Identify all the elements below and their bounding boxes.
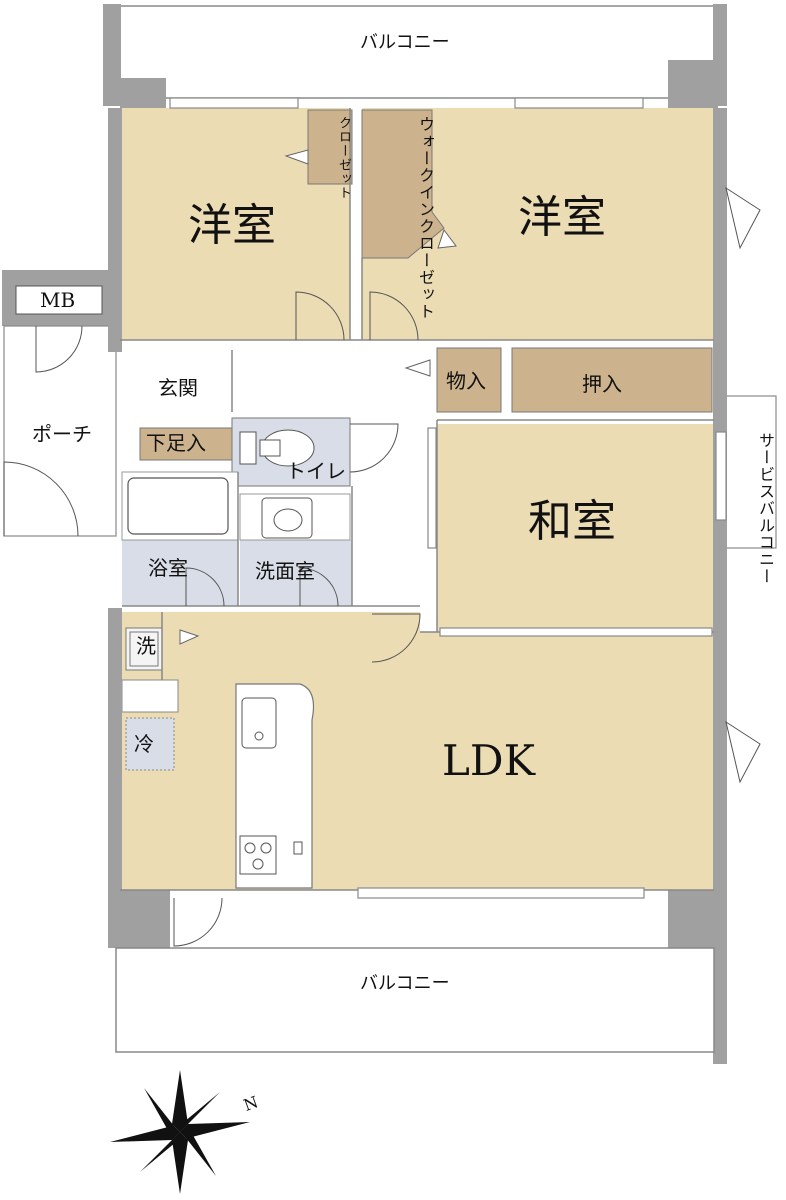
toilet-lid bbox=[259, 439, 281, 457]
western-room-right-label: 洋室 bbox=[518, 192, 606, 243]
wall bbox=[120, 78, 166, 108]
toilet-label: トイレ bbox=[286, 459, 346, 483]
wall bbox=[713, 108, 727, 988]
shoe-storage-label: 下足入 bbox=[146, 431, 206, 455]
washitsu-label: 和室 bbox=[528, 496, 616, 547]
door-markers bbox=[179, 149, 457, 645]
ldk-room bbox=[120, 612, 714, 890]
porch-area bbox=[3, 325, 117, 537]
burner bbox=[244, 842, 256, 854]
door-swings bbox=[3, 186, 761, 947]
bathroom-label: 浴室 bbox=[148, 556, 188, 580]
burner bbox=[252, 858, 264, 870]
mb-label: MB bbox=[40, 288, 76, 312]
wall bbox=[668, 60, 718, 108]
fridge-box bbox=[125, 717, 175, 771]
western-room-left-label: 洋室 bbox=[188, 200, 276, 251]
oshiire-label: 押入 bbox=[582, 372, 622, 396]
fridge-label: 冷 bbox=[134, 732, 154, 756]
service-balcony-box bbox=[725, 395, 777, 549]
counter-item bbox=[293, 841, 303, 855]
wall bbox=[108, 108, 122, 352]
washer-label: 洗 bbox=[136, 634, 156, 658]
sink-bowl bbox=[273, 508, 303, 532]
washer-box bbox=[125, 627, 163, 671]
walk-in-closet-label: ウォークインクローゼット bbox=[416, 116, 435, 320]
kitchen-sink bbox=[241, 697, 277, 749]
windows bbox=[169, 97, 727, 899]
service-balcony-label: サービスバルコニー bbox=[756, 432, 775, 585]
wall bbox=[713, 960, 727, 1064]
closet-box bbox=[307, 109, 353, 185]
wall bbox=[668, 890, 718, 948]
storage-label: 物入 bbox=[446, 369, 486, 393]
storage-box bbox=[436, 347, 502, 413]
porch-label: ポーチ bbox=[32, 422, 92, 446]
balcony-top-outline bbox=[107, 5, 719, 99]
genkan-label: 玄関 bbox=[158, 376, 198, 400]
washroom-box bbox=[240, 540, 352, 606]
bathroom-box bbox=[122, 540, 238, 606]
compass-icon bbox=[110, 1070, 250, 1194]
washitsu-room bbox=[437, 424, 714, 630]
sink-drain bbox=[254, 731, 264, 741]
bathtub bbox=[127, 477, 229, 535]
balcony-bottom-outline bbox=[115, 947, 715, 1053]
balcony-top-label: バルコニー bbox=[360, 32, 450, 53]
oshiire-box bbox=[511, 347, 713, 413]
shelf bbox=[121, 679, 179, 713]
closet-label: クローゼット bbox=[336, 116, 351, 200]
burner bbox=[260, 842, 272, 854]
ldk-label: LDK bbox=[442, 736, 535, 785]
stove bbox=[239, 835, 277, 875]
wall bbox=[108, 890, 170, 948]
washroom-label: 洗面室 bbox=[255, 559, 315, 583]
mb-box bbox=[15, 285, 103, 315]
wall bbox=[108, 608, 122, 948]
washer-inner bbox=[129, 631, 159, 667]
wall bbox=[103, 4, 121, 106]
toilet-tank bbox=[239, 431, 257, 465]
balcony-bottom-label: バルコニー bbox=[360, 973, 450, 994]
